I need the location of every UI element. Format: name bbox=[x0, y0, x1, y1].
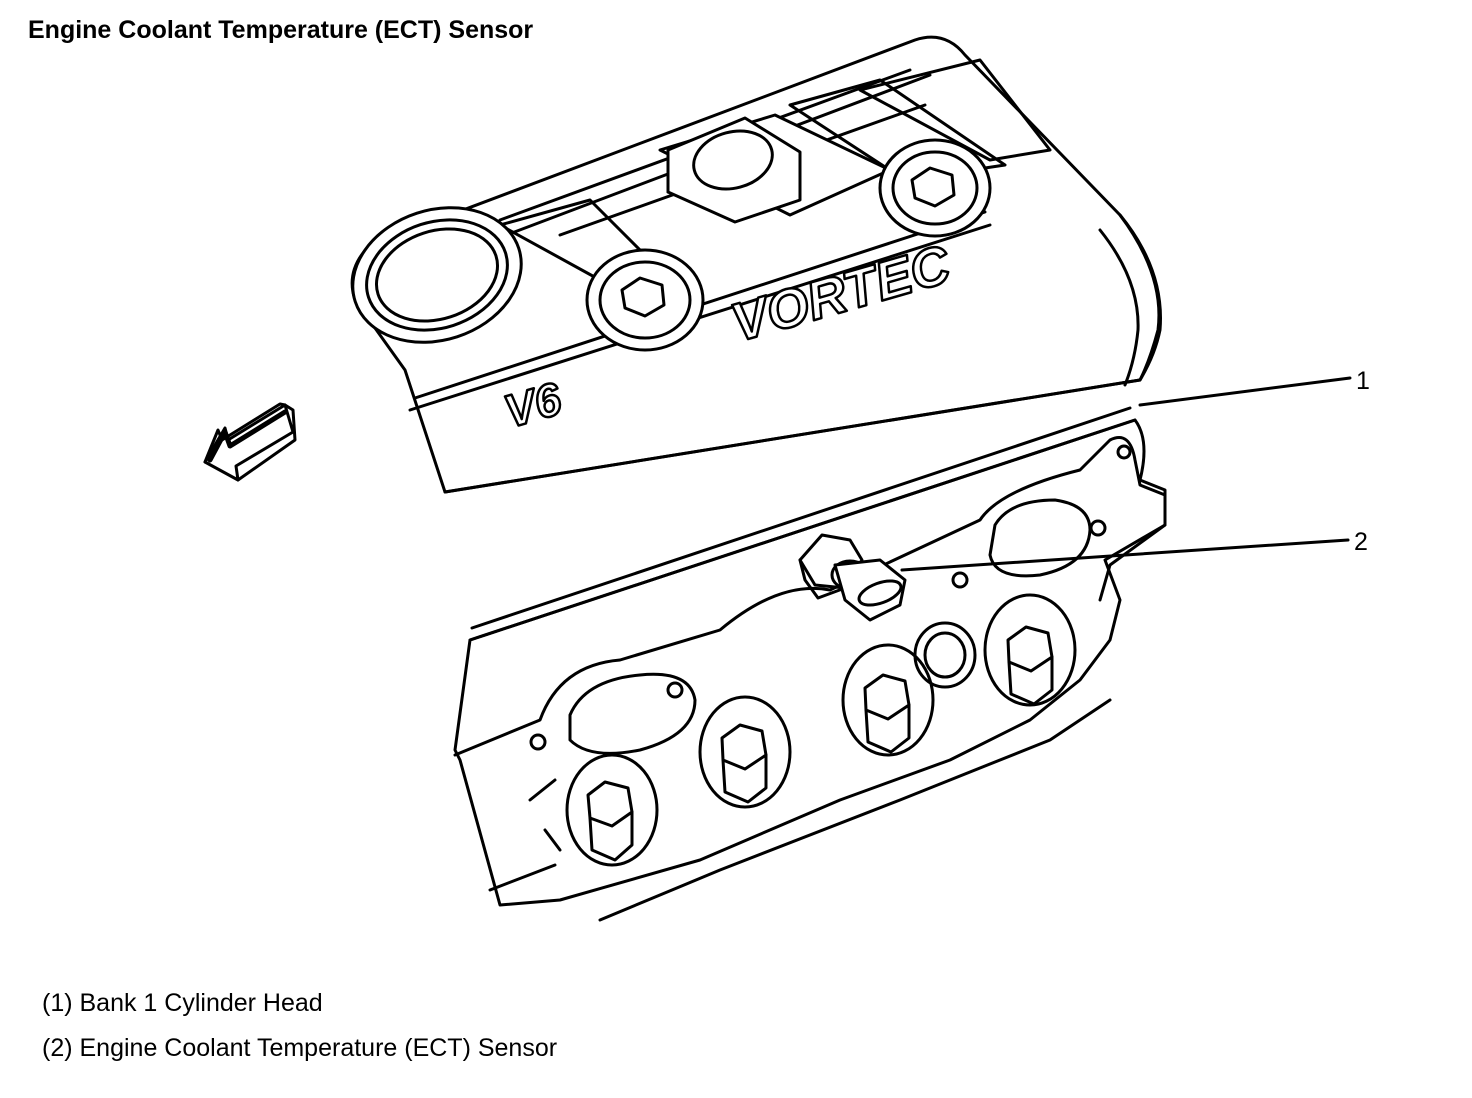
breather-boss bbox=[666, 116, 802, 224]
legend-item-ect-sensor: (2) Engine Coolant Temperature (ECT) Sen… bbox=[42, 1034, 558, 1062]
valve-cover-bolt-right bbox=[878, 138, 992, 238]
front-direction-arrow-icon bbox=[203, 402, 297, 482]
page-title: Engine Coolant Temperature (ECT) Sensor bbox=[28, 16, 534, 44]
oil-filler-cap bbox=[351, 206, 523, 344]
callout-number-1: 1 bbox=[1356, 367, 1370, 395]
legend: (1) Bank 1 Cylinder Head (2) Engine Cool… bbox=[42, 986, 557, 1076]
leader-line-1 bbox=[1138, 376, 1352, 407]
head-bolt-1 bbox=[565, 753, 659, 867]
ect-sensor bbox=[798, 533, 907, 622]
head-bolt-2 bbox=[698, 695, 792, 809]
coolant-port bbox=[913, 621, 977, 689]
legend-item-cylinder-head: (1) Bank 1 Cylinder Head bbox=[42, 989, 323, 1017]
callout-number-2: 2 bbox=[1354, 528, 1368, 556]
leader-line-2 bbox=[900, 538, 1350, 572]
valve-cover-bolt-left bbox=[585, 248, 705, 352]
head-bolt-4 bbox=[983, 593, 1077, 707]
head-bolt-3 bbox=[841, 643, 935, 757]
